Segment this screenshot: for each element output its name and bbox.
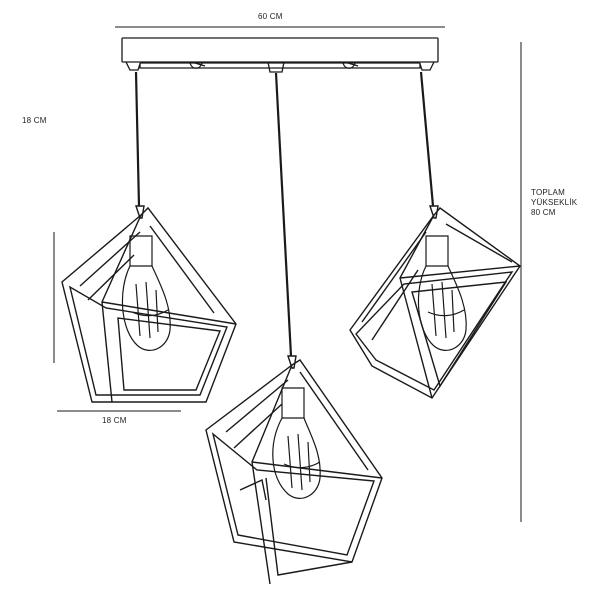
cube-pendant-shade-icon bbox=[349, 205, 521, 399]
edison-bulb-icon bbox=[272, 387, 321, 499]
ceiling-canopy-icon bbox=[121, 37, 439, 73]
pendant-cords bbox=[134, 71, 435, 357]
total-height-label-line3: 80 CM bbox=[531, 208, 556, 217]
total-height-label-line1: TOPLAM bbox=[531, 188, 565, 197]
center-cord bbox=[274, 72, 293, 357]
total-height-label-line2: YÜKSEKLİK bbox=[531, 198, 578, 207]
shade-width-label: 18 CM bbox=[102, 416, 127, 425]
edison-bulb-icon bbox=[121, 235, 171, 351]
total-height-label: TOPLAM YÜKSEKLİK 80 CM bbox=[531, 188, 577, 218]
edison-bulb-icon bbox=[417, 235, 467, 351]
overall-width-label: 60 CM bbox=[258, 12, 283, 21]
cube-pendant-shade-icon bbox=[205, 355, 383, 585]
left-cord bbox=[134, 71, 141, 207]
right-cord bbox=[419, 71, 435, 207]
dimension-lines bbox=[53, 26, 522, 522]
drop-height-label: 18 CM bbox=[22, 116, 47, 125]
